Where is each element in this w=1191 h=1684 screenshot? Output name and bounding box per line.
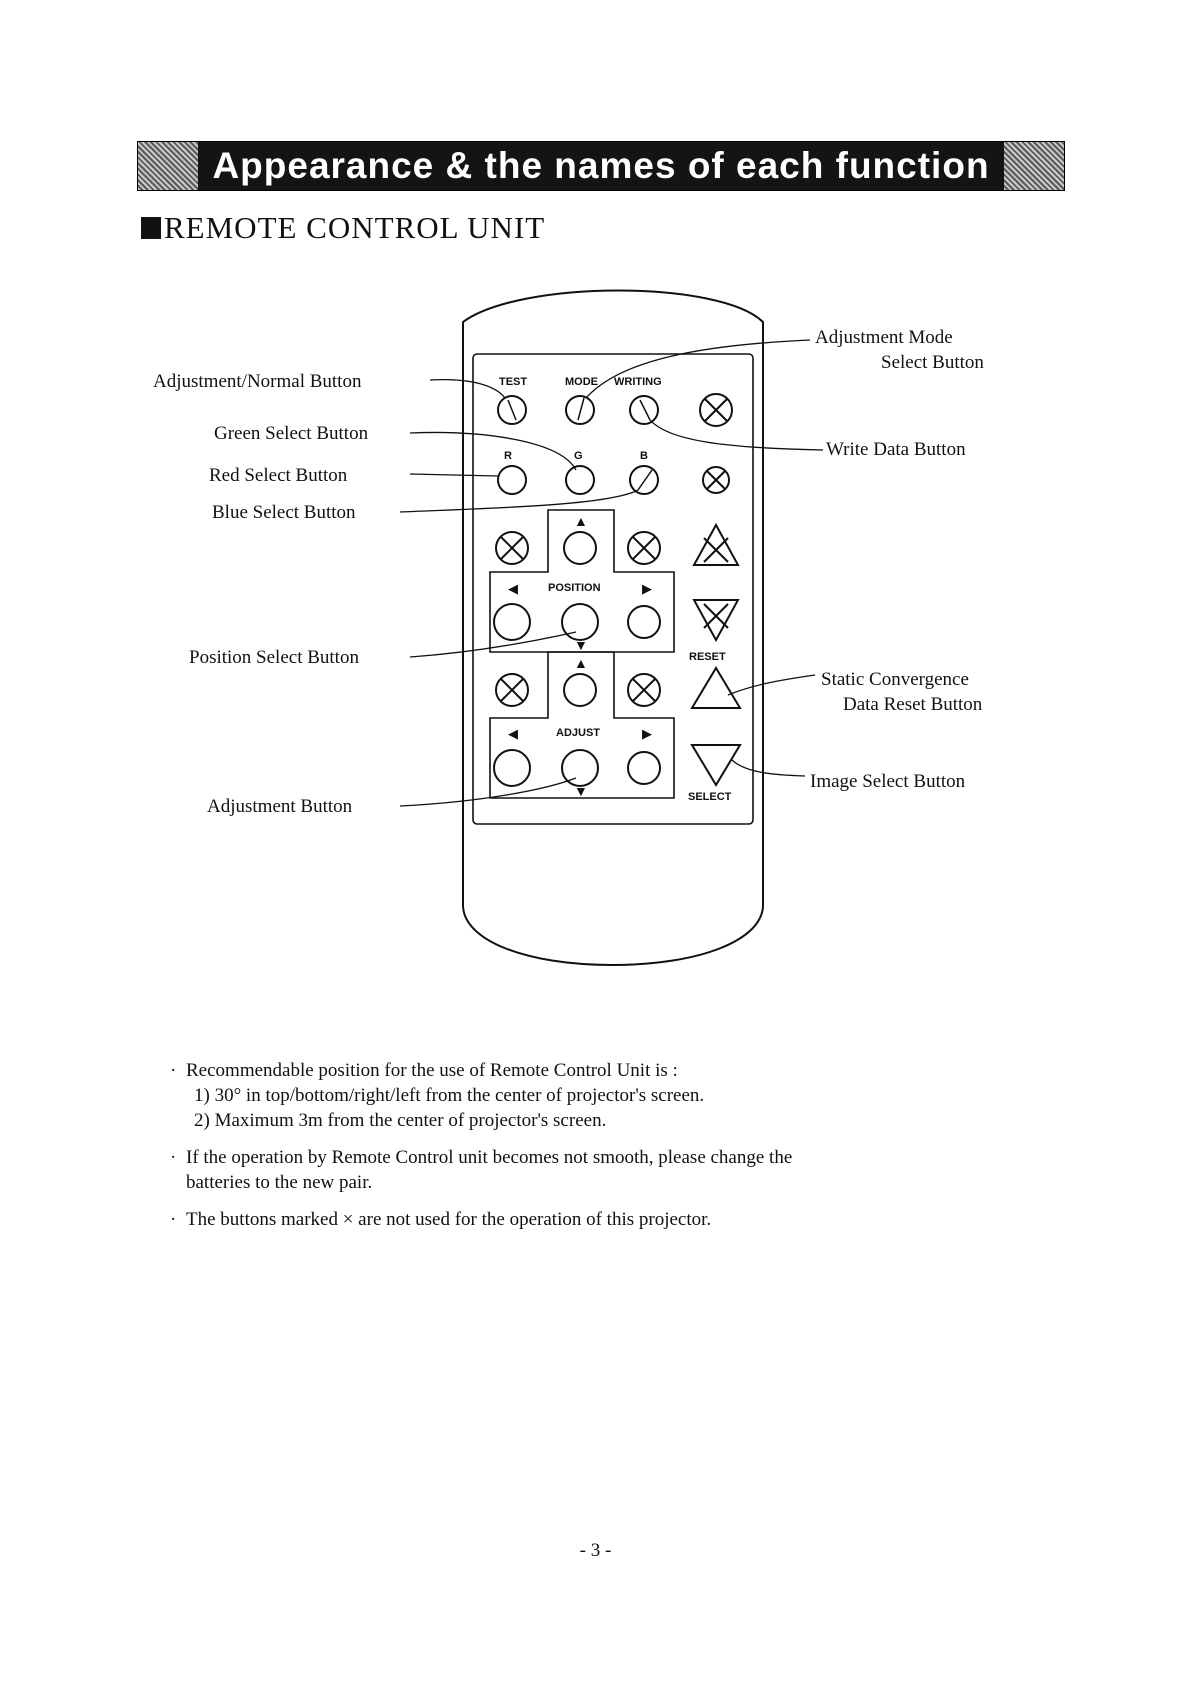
position-left-button[interactable] xyxy=(493,603,531,641)
right-arrow-icon: ▶ xyxy=(642,726,652,741)
remote-label-b: B xyxy=(640,450,648,462)
down-arrow-icon: ▼ xyxy=(574,639,588,654)
page-banner: Appearance & the names of each function xyxy=(137,141,1065,191)
page-number: - 3 - xyxy=(579,1540,612,1561)
adjust-up-button[interactable] xyxy=(563,673,597,707)
mode-button[interactable] xyxy=(565,395,595,425)
writing-button[interactable] xyxy=(629,395,659,425)
note-bullet: · xyxy=(170,1060,177,1081)
reset-button[interactable] xyxy=(690,666,742,709)
banner-title: Appearance & the names of each function xyxy=(212,145,990,186)
note-bullet: · xyxy=(170,1147,177,1168)
down-arrow-icon: ▼ xyxy=(574,785,588,800)
note-batteries: · If the operation by Remote Control uni… xyxy=(168,1145,1048,1195)
callout-blue-select: Blue Select Button xyxy=(212,502,356,523)
note-unused-buttons-text: The buttons marked × are not used for th… xyxy=(186,1209,712,1230)
note-bullet: · xyxy=(170,1209,177,1230)
adjust-right-button[interactable] xyxy=(627,751,661,785)
adjust-cluster-outline xyxy=(489,651,675,799)
callout-adjustment-mode-2: Select Button xyxy=(881,352,984,373)
remote-label-adjust: ADJUST xyxy=(556,727,600,739)
callout-adjustment-mode-1: Adjustment Mode xyxy=(815,327,953,348)
note-position-text: Recommendable position for the use of Re… xyxy=(186,1060,678,1081)
test-button[interactable] xyxy=(497,395,527,425)
unused-x-button xyxy=(702,466,730,494)
note-batteries-line-2: batteries to the new pair. xyxy=(186,1172,373,1193)
callout-green-select: Green Select Button xyxy=(214,423,369,444)
up-arrow-icon: ▲ xyxy=(574,657,588,672)
image-select-button[interactable] xyxy=(690,744,742,787)
section-title-text: REMOTE CONTROL UNIT xyxy=(164,210,546,245)
adjust-down-button[interactable] xyxy=(561,749,599,787)
note-position-item-1: 1) 30° in top/bottom/right/left from the… xyxy=(194,1085,705,1106)
up-arrow-icon: ▲ xyxy=(574,515,588,530)
remote-body xyxy=(462,289,764,967)
remote-label-position: POSITION xyxy=(548,582,601,594)
position-down-button[interactable] xyxy=(561,603,599,641)
remote-label-g: G xyxy=(574,450,583,462)
remote-diagram: TEST MODE WRITING R G B POSITION RESET A… xyxy=(153,289,984,967)
callout-static-conv-1: Static Convergence xyxy=(821,669,969,690)
remote-label-reset: RESET xyxy=(689,651,726,663)
adjust-left-button[interactable] xyxy=(493,749,531,787)
right-arrow-icon: ▶ xyxy=(642,581,652,596)
section-title: REMOTE CONTROL UNIT xyxy=(141,210,545,246)
note-batteries-line-1: If the operation by Remote Control unit … xyxy=(186,1147,793,1168)
notes: · Recommendable position for the use of … xyxy=(168,1058,1048,1244)
position-cluster-outline xyxy=(489,509,675,653)
position-up-button[interactable] xyxy=(563,531,597,565)
note-position-item-2: 2) Maximum 3m from the center of project… xyxy=(194,1110,607,1131)
green-select-button[interactable] xyxy=(565,465,595,495)
callout-image-select: Image Select Button xyxy=(810,771,966,792)
unused-x-triangle-button xyxy=(692,522,740,566)
callout-adjustment-normal: Adjustment/Normal Button xyxy=(153,371,362,392)
callout-position-select: Position Select Button xyxy=(189,647,359,668)
callout-static-conv-2: Data Reset Button xyxy=(843,694,983,715)
unused-x-triangle-button xyxy=(692,599,740,643)
note-position: · Recommendable position for the use of … xyxy=(168,1058,1048,1133)
remote-label-test: TEST xyxy=(499,376,527,388)
blue-select-button[interactable] xyxy=(629,465,659,495)
red-select-button[interactable] xyxy=(497,465,527,495)
left-arrow-icon: ◀ xyxy=(508,726,518,741)
left-arrow-icon: ◀ xyxy=(508,581,518,596)
remote-label-mode: MODE xyxy=(565,376,598,388)
section-marker-icon xyxy=(141,217,161,239)
callout-adjustment: Adjustment Button xyxy=(207,796,353,817)
position-right-button[interactable] xyxy=(627,605,661,639)
remote-panel-labels: TEST MODE WRITING R G B POSITION RESET A… xyxy=(499,376,732,803)
callout-red-select: Red Select Button xyxy=(209,465,348,486)
callout-leaders xyxy=(399,339,824,807)
remote-label-select: SELECT xyxy=(688,791,732,803)
remote-label-writing: WRITING xyxy=(614,376,662,388)
remote-label-r: R xyxy=(504,450,512,462)
note-unused-buttons: · The buttons marked × are not used for … xyxy=(168,1207,1048,1232)
callout-write-data: Write Data Button xyxy=(826,439,966,460)
